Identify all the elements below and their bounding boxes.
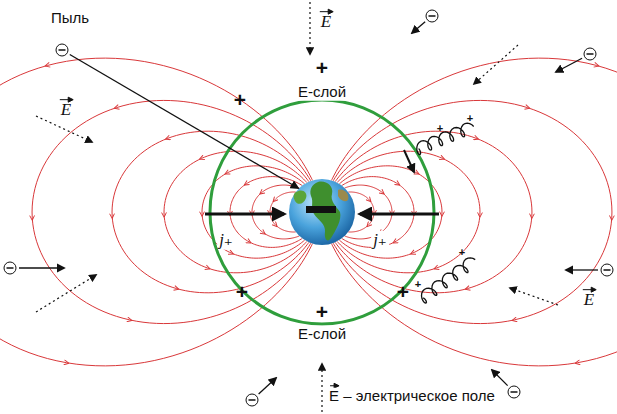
field-direction xyxy=(168,137,172,139)
field-direction xyxy=(123,318,130,320)
field-direction xyxy=(368,199,369,200)
field-direction xyxy=(248,240,249,242)
field-direction xyxy=(413,252,415,254)
positive-charge: + xyxy=(316,56,328,79)
ion-charge: + xyxy=(467,112,473,124)
positive-charge: + xyxy=(397,280,409,303)
ion-current-label: j₊ xyxy=(371,231,389,250)
positive-charge: + xyxy=(236,280,248,303)
electron xyxy=(246,378,276,406)
helix-path xyxy=(422,258,476,303)
field-direction xyxy=(368,224,369,225)
field-direction xyxy=(227,172,229,173)
field-direction xyxy=(395,240,396,242)
electron xyxy=(412,10,438,33)
field-direction xyxy=(531,212,532,216)
field-line xyxy=(331,58,617,366)
field-direction xyxy=(439,157,442,158)
field-direction xyxy=(202,157,205,158)
field-direction xyxy=(262,232,264,234)
field-direction xyxy=(274,199,275,200)
ion-charge: + xyxy=(437,122,443,134)
ion-currents xyxy=(205,214,439,215)
dust-label: Пыль xyxy=(49,10,91,27)
electron xyxy=(56,44,298,188)
field-direction xyxy=(275,224,276,225)
field-line xyxy=(333,100,612,323)
ion-charge: + xyxy=(459,246,465,258)
electron xyxy=(566,264,613,276)
ion-current-label: j₊ xyxy=(217,231,235,250)
field-line xyxy=(337,151,480,273)
vector-arrows xyxy=(60,9,596,388)
field-direction xyxy=(436,267,439,268)
positive-charge: + xyxy=(234,88,246,111)
positive-charge: + xyxy=(316,300,328,323)
field-legend-note: E – электрическое поле xyxy=(327,388,497,405)
field-direction xyxy=(441,212,442,214)
ion-charge: + xyxy=(415,278,421,290)
field-direction xyxy=(246,183,247,185)
electron xyxy=(4,262,64,274)
field-direction xyxy=(467,287,471,288)
earth xyxy=(289,179,355,245)
field-direction xyxy=(261,191,263,193)
electron xyxy=(556,48,596,72)
field-direction xyxy=(229,252,231,254)
ion-gyration-helix xyxy=(417,123,475,303)
field-direction xyxy=(479,212,480,215)
helix-path xyxy=(417,123,474,154)
electrons xyxy=(4,10,613,406)
e-layer-label: E-слой xyxy=(296,326,348,343)
field-direction xyxy=(514,318,521,320)
field-direction xyxy=(57,361,67,363)
field-direction xyxy=(47,63,56,65)
field-direction xyxy=(587,63,596,65)
field-line xyxy=(0,58,313,366)
field-direction xyxy=(202,212,203,214)
drift-arrow xyxy=(404,150,414,172)
field-direction xyxy=(172,287,176,288)
field-direction xyxy=(578,361,588,363)
field-arrows xyxy=(36,2,558,412)
field-symbol: E xyxy=(59,101,73,120)
field-direction xyxy=(164,212,165,215)
field-direction xyxy=(521,106,527,108)
field-direction xyxy=(472,137,476,139)
field-direction xyxy=(32,212,33,218)
field-direction xyxy=(415,172,417,173)
field-line xyxy=(164,151,307,273)
field-lines xyxy=(0,58,617,366)
field-direction xyxy=(396,183,397,185)
field-line xyxy=(32,100,311,323)
e-layer-label: E-слой xyxy=(296,84,348,101)
e-layer-ring xyxy=(210,100,434,324)
field-direction xyxy=(117,106,123,108)
negative-charge xyxy=(306,206,336,213)
field-direction xyxy=(611,212,612,218)
field-direction xyxy=(381,191,383,193)
field-symbol: E xyxy=(582,291,596,310)
field-direction xyxy=(112,212,113,216)
field-direction xyxy=(205,267,208,268)
field-symbol: E xyxy=(319,13,333,32)
